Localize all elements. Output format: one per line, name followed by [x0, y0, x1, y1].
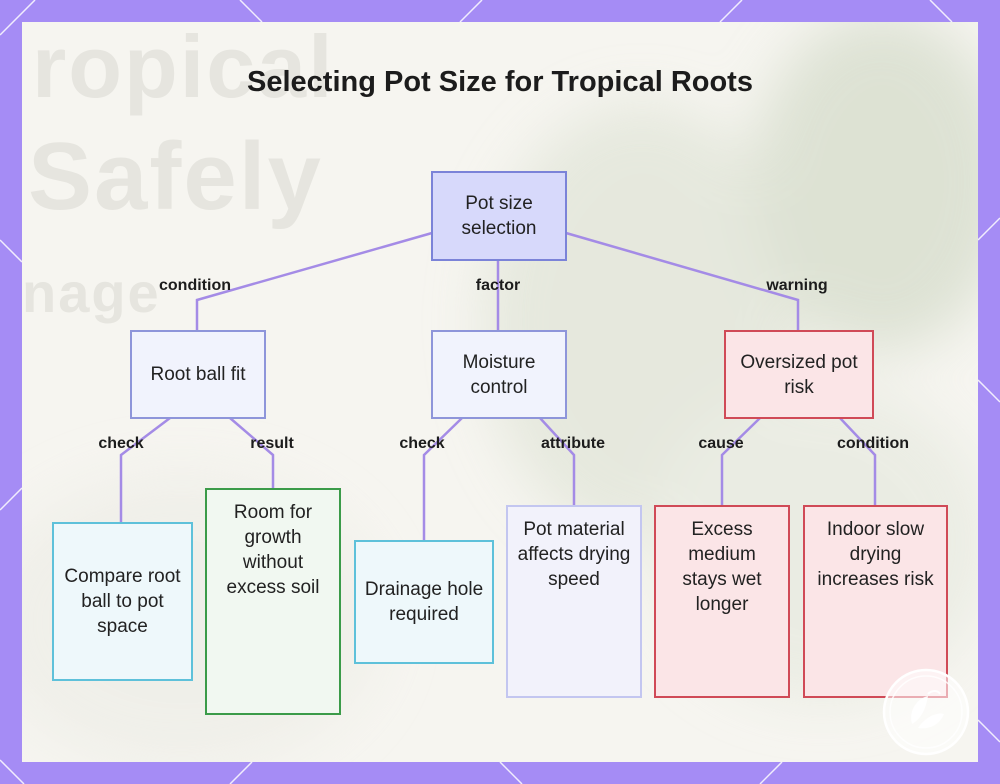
node-label: Root ball fit	[150, 362, 245, 387]
edge-root-to-root-ball-fit	[197, 233, 432, 330]
edge-label-check: check	[399, 435, 444, 453]
node-moisture-control: Moisture control	[431, 330, 567, 419]
node-excess-medium: Excess medium stays wet longer	[654, 505, 790, 698]
node-label: Pot material affects drying speed	[516, 517, 632, 592]
node-label: Excess medium stays wet longer	[664, 517, 780, 617]
edge-label-cause: cause	[698, 435, 743, 453]
node-label: Moisture control	[441, 350, 557, 400]
node-label: Drainage hole required	[364, 577, 484, 627]
leaf-emblem-icon	[882, 668, 970, 756]
node-pot-size-selection: Pot size selection	[431, 171, 567, 261]
edge-oversized-to-excess	[722, 418, 760, 506]
edge-oversized-to-indoor	[840, 418, 875, 506]
node-label: Oversized pot risk	[734, 350, 864, 400]
edge-label-warning: warning	[766, 277, 827, 295]
edge-label-check: check	[98, 435, 143, 453]
node-label: Pot size selection	[441, 191, 557, 241]
node-label: Room for growth without excess soil	[215, 500, 331, 600]
edge-root-to-oversized-pot-risk	[566, 233, 798, 330]
node-drainage-hole: Drainage hole required	[354, 540, 494, 664]
node-label: Compare root ball to pot space	[62, 564, 183, 639]
node-oversized-pot-risk: Oversized pot risk	[724, 330, 874, 419]
edge-root-ball-fit-to-room	[230, 418, 273, 489]
edge-moisture-to-pot-material	[540, 418, 574, 506]
edge-label-condition: condition	[159, 277, 231, 295]
edge-label-attribute: attribute	[541, 435, 605, 453]
node-compare-root-ball: Compare root ball to pot space	[52, 522, 193, 681]
node-label: Indoor slow drying increases risk	[813, 517, 938, 592]
edge-label-condition: condition	[837, 435, 909, 453]
node-room-for-growth: Room for growth without excess soil	[205, 488, 341, 715]
node-root-ball-fit: Root ball fit	[130, 330, 266, 419]
edge-root-ball-fit-to-compare	[121, 418, 170, 522]
edge-label-factor: factor	[476, 277, 520, 295]
edge-label-result: result	[250, 435, 294, 453]
node-pot-material: Pot material affects drying speed	[506, 505, 642, 698]
